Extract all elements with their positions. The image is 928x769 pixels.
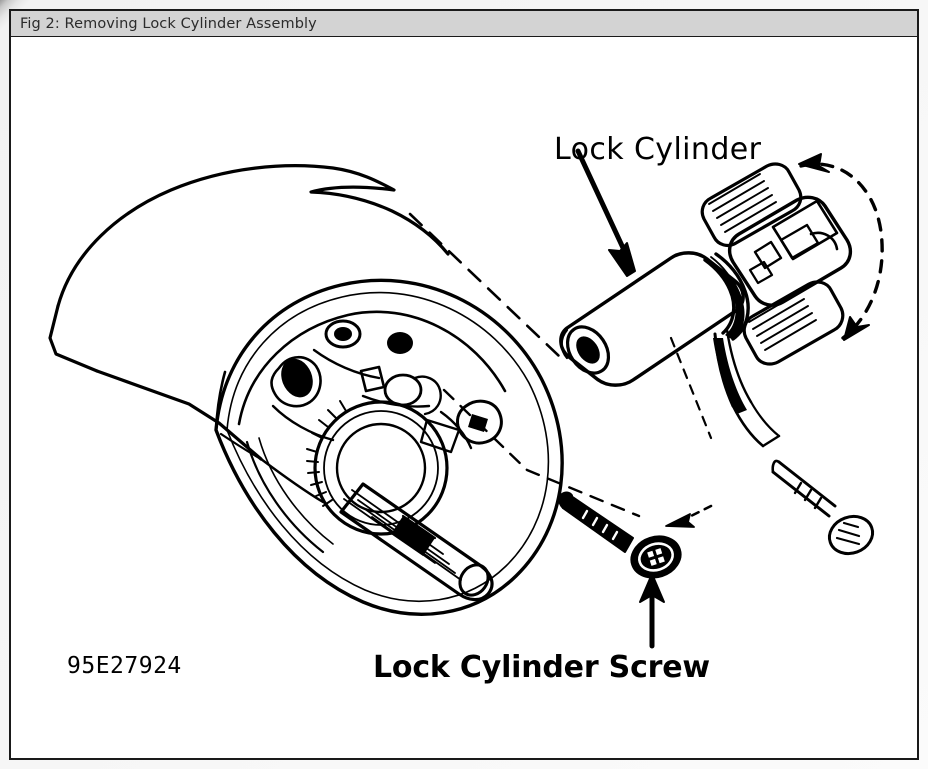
- figure-title: Fig 2: Removing Lock Cylinder Assembly: [20, 15, 317, 32]
- assembly-dashed-line-short: [669, 336, 713, 440]
- label-lock-cylinder: Lock Cylinder: [554, 132, 762, 167]
- technical-line-drawing: [48, 148, 884, 649]
- splined-steering-shaft: [339, 482, 494, 602]
- screw-dashed-pointer: [665, 504, 713, 528]
- assembly-dashed-line-upper: [408, 212, 561, 358]
- lock-cylinder-screw-outline: [771, 459, 875, 556]
- figure-stage: Lock Cylinder Lock Cylinder Screw 95E279…: [11, 38, 917, 758]
- assembly-dashed-line-lower: [442, 388, 641, 518]
- figure-titlebar: Fig 2: Removing Lock Cylinder Assembly: [11, 11, 917, 37]
- leader-arrow-to-lock-cylinder-screw: [639, 573, 665, 649]
- figure-id-code: 95E27924: [67, 653, 182, 679]
- lock-cylinder-screw: [558, 491, 682, 579]
- leader-arrow-to-lock-cylinder: [575, 148, 636, 277]
- figure-panel: Fig 2: Removing Lock Cylinder Assembly: [9, 9, 919, 760]
- steering-column-housing: [214, 278, 564, 616]
- rotation-arrow-dashed: [798, 153, 884, 341]
- lock-cylinder-assembly: [559, 162, 853, 448]
- label-lock-cylinder-screw: Lock Cylinder Screw: [373, 650, 710, 685]
- steering-column-shroud: [48, 164, 450, 504]
